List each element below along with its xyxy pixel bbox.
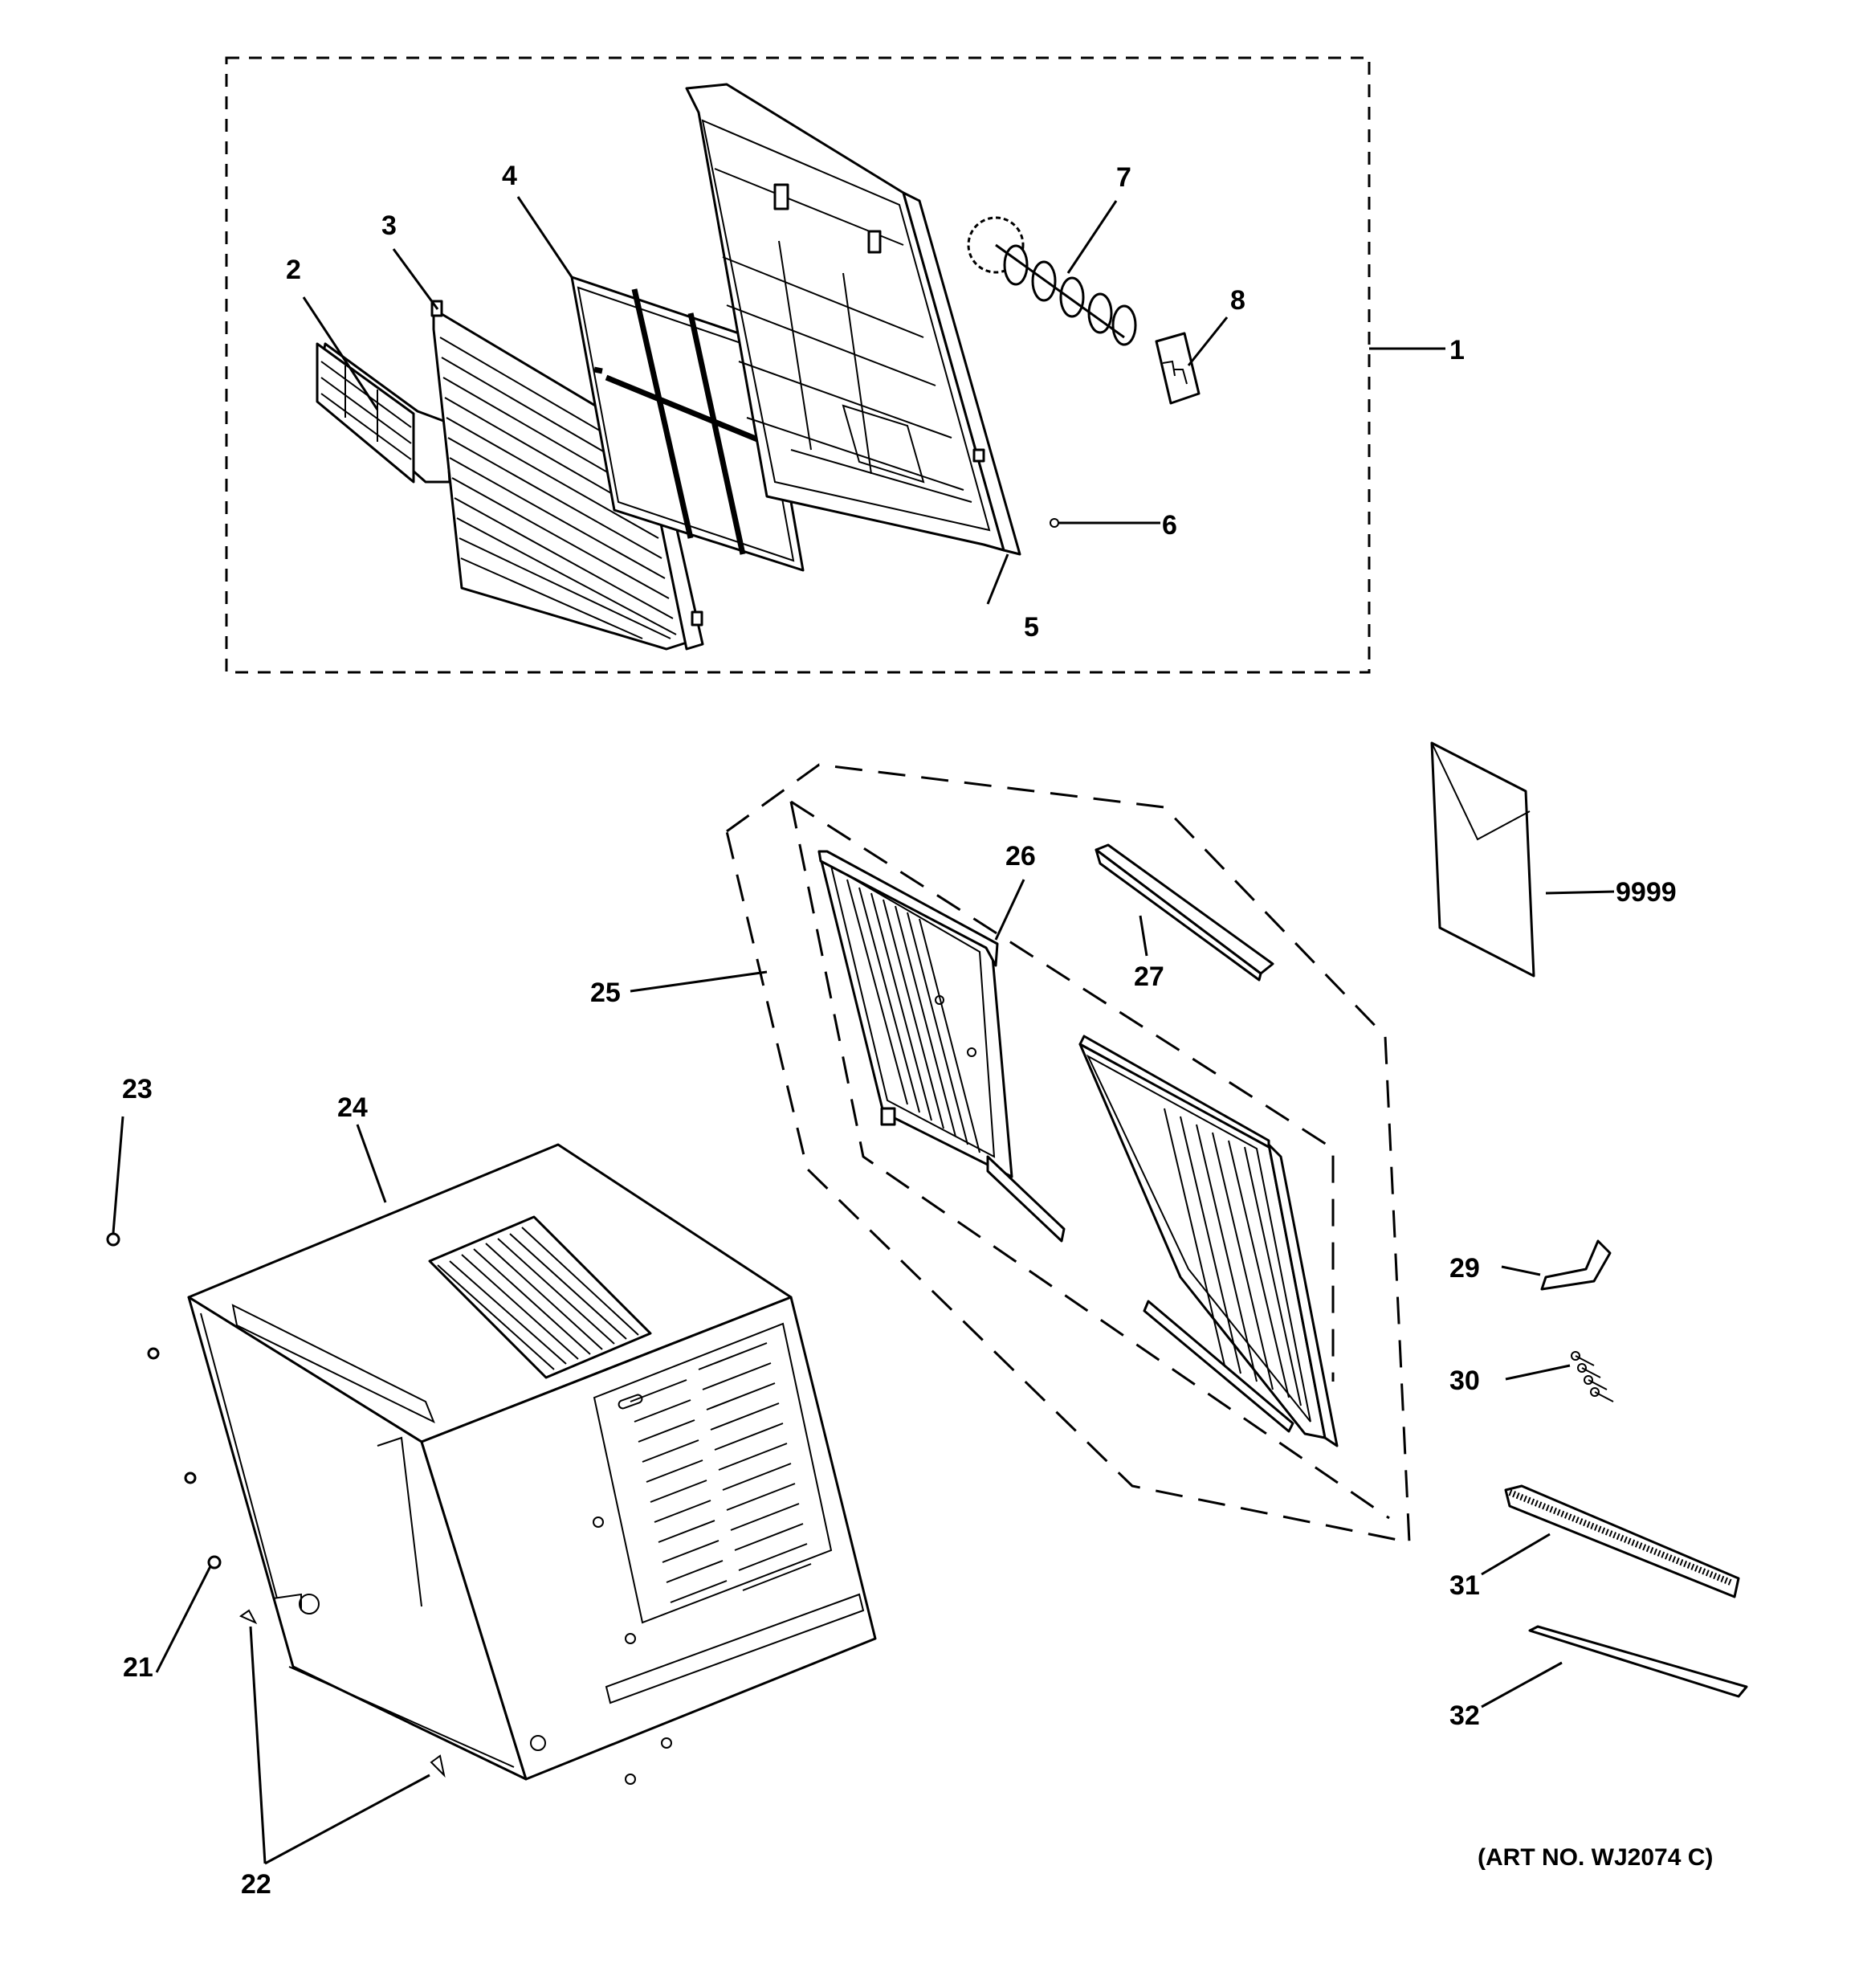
part-22-screw-a	[238, 1609, 258, 1625]
assembly-boundary	[225, 56, 1371, 674]
part-2-louver	[316, 342, 470, 484]
part-21-screw	[207, 1555, 222, 1570]
callout-30: 30	[1449, 1365, 1480, 1396]
leader-lines	[112, 196, 1615, 1865]
callouts: 1 2 3 4 5 6 7 8 9999 25 26 27 23 24 21 2…	[122, 161, 1713, 1900]
part-8-bracket	[1155, 332, 1201, 405]
part-32-strip	[1528, 1625, 1748, 1698]
window-kit-group	[725, 763, 1411, 1544]
callout-24: 24	[337, 1092, 368, 1123]
part-27-top-channel	[1095, 843, 1274, 982]
callout-3: 3	[381, 210, 397, 241]
window-kit-inner-boundary	[789, 801, 1390, 1520]
callout-27: 27	[1134, 961, 1164, 992]
part-30-screws	[1571, 1351, 1614, 1402]
part-24-cabinet	[187, 1143, 877, 1785]
front-assembly-group	[225, 56, 1445, 674]
part-29-bracket	[1540, 1239, 1612, 1291]
callout-29: 29	[1449, 1253, 1480, 1284]
callout-9999: 9999	[1616, 877, 1677, 908]
callout-8: 8	[1230, 285, 1245, 316]
top-vent	[428, 1215, 652, 1379]
callout-1: 1	[1449, 335, 1465, 365]
callout-2: 2	[286, 255, 301, 285]
callout-26: 26	[1005, 841, 1036, 872]
part-22-screw-b	[430, 1754, 446, 1778]
callout-25: 25	[590, 978, 621, 1008]
callout-23: 23	[122, 1074, 153, 1104]
part-26-side-panel-left	[817, 850, 1066, 1243]
callout-4: 4	[502, 161, 517, 191]
art-number: (ART NO. WJ2074 C)	[1478, 1844, 1713, 1871]
part-23-screw	[106, 1232, 120, 1247]
callout-22: 22	[241, 1869, 271, 1900]
callout-32: 32	[1449, 1700, 1480, 1731]
callout-7: 7	[1116, 162, 1131, 193]
part-6-screw	[1050, 518, 1059, 528]
part-5-front-frame	[685, 83, 1021, 556]
callout-21: 21	[123, 1652, 153, 1683]
part-31-foam-seal	[1504, 1484, 1740, 1598]
callout-31: 31	[1449, 1570, 1480, 1601]
part-7-fan-knob	[967, 216, 1137, 346]
callout-5: 5	[1024, 612, 1039, 643]
front-grille-slots	[593, 1322, 833, 1624]
part-9999-manual	[1430, 741, 1535, 978]
callout-6: 6	[1162, 510, 1177, 541]
cabinet-holes	[299, 1517, 672, 1785]
side-panel-right	[1078, 1035, 1339, 1447]
